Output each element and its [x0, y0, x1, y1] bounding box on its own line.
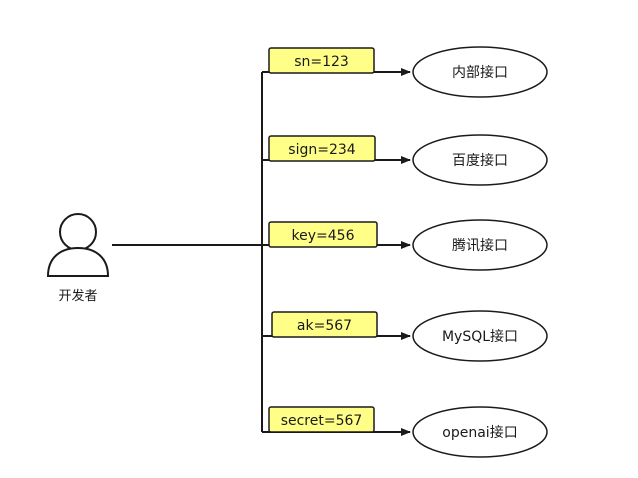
- key-label: secret=567: [281, 413, 363, 429]
- api-node: [412, 46, 548, 98]
- api-label: MySQL接口: [442, 328, 518, 345]
- api-label: 腾讯接口: [452, 237, 508, 254]
- key-box: [268, 406, 375, 433]
- branch-baidu: sign=234 百度接口: [262, 134, 548, 186]
- developer-actor: 开发者: [46, 213, 110, 304]
- actor-body: [46, 246, 110, 277]
- key-label: ak=567: [297, 318, 352, 334]
- api-node: [412, 134, 548, 186]
- branch-openai: secret=567 openai接口: [262, 406, 548, 458]
- key-box: [268, 135, 376, 162]
- api-node: [412, 219, 548, 271]
- key-box: [268, 221, 378, 248]
- actor-label: 开发者: [58, 288, 97, 304]
- api-node: [412, 310, 548, 362]
- branch-mysql: ak=567 MySQL接口: [262, 310, 548, 362]
- key-label: sn=123: [294, 54, 349, 70]
- key-label: sign=234: [288, 142, 355, 158]
- branch-internal: sn=123 内部接口: [262, 46, 548, 98]
- actor-head: [59, 213, 97, 251]
- api-node: [412, 406, 548, 458]
- api-label: openai接口: [442, 424, 517, 441]
- branch-tencent: key=456 腾讯接口: [262, 219, 548, 271]
- key-box: [271, 311, 378, 338]
- api-label: 百度接口: [452, 152, 508, 169]
- key-label: key=456: [292, 228, 355, 244]
- key-box: [268, 47, 375, 74]
- api-label: 内部接口: [452, 64, 508, 81]
